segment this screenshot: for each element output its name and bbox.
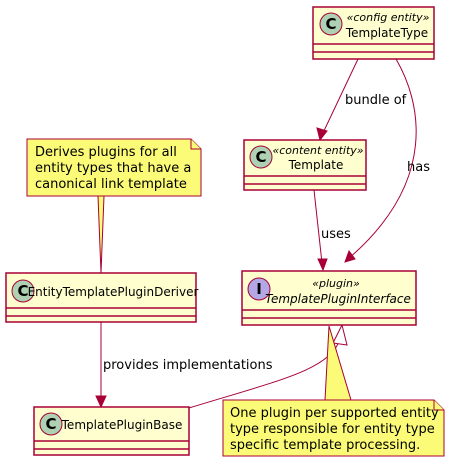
- interface-stereotype: «plugin»: [312, 277, 360, 290]
- edge-bundle-of: bundle of: [316, 58, 407, 142]
- class-glyph: C: [45, 415, 56, 433]
- class-glyph: C: [17, 282, 28, 300]
- class-name: TemplateType: [345, 26, 428, 40]
- class-templatetype: C «config entity» TemplateType: [312, 6, 435, 60]
- note-deriver: Derives plugins for all entity types tha…: [26, 138, 202, 197]
- interface-name: TemplatePluginInterface: [265, 292, 411, 306]
- edge-provides: provides implementations: [95, 322, 273, 409]
- class-glyph: C: [325, 15, 336, 33]
- edge-label-bundle-of: bundle of: [345, 93, 407, 108]
- edge-label-uses: uses: [321, 227, 351, 242]
- note-line: specific template processing.: [230, 438, 420, 453]
- class-stereotype: «config entity»: [347, 11, 430, 24]
- note-line: entity types that have a: [35, 161, 191, 176]
- class-circle-icon: [39, 412, 63, 436]
- note-line: canonical link template: [35, 177, 187, 192]
- class-name: TemplatePluginBase: [61, 418, 183, 432]
- interface-circle-icon: [247, 277, 271, 301]
- class-template: C «content entity» Template: [243, 139, 367, 191]
- note-anchor-deriver: [97, 195, 105, 274]
- edge-uses: uses: [313, 189, 351, 272]
- class-circle-icon: [249, 145, 273, 169]
- class-circle-icon: [319, 12, 343, 36]
- class-entitytemplatepluginderiver: C EntityTemplatePluginDeriver: [5, 272, 199, 323]
- interface-templateplugininterface: I «plugin» TemplatePluginInterface: [241, 270, 417, 326]
- class-name: Template: [288, 158, 344, 172]
- class-glyph: C: [255, 148, 266, 166]
- class-templatepluginbase: C TemplatePluginBase: [33, 406, 190, 456]
- note-interface: One plugin per supported entity type res…: [222, 399, 445, 457]
- note-line: type responsible for entity type: [230, 422, 435, 437]
- class-name: EntityTemplatePluginDeriver: [28, 285, 199, 299]
- class-stereotype: «content entity»: [272, 144, 363, 157]
- edge-has: has: [344, 58, 430, 263]
- note-line: Derives plugins for all: [35, 145, 177, 160]
- note-line: One plugin per supported entity: [230, 406, 439, 421]
- edge-label-has: has: [407, 160, 430, 175]
- interface-glyph: I: [256, 280, 262, 298]
- edge-label-provides: provides implementations: [103, 358, 273, 373]
- class-circle-icon: [11, 279, 35, 303]
